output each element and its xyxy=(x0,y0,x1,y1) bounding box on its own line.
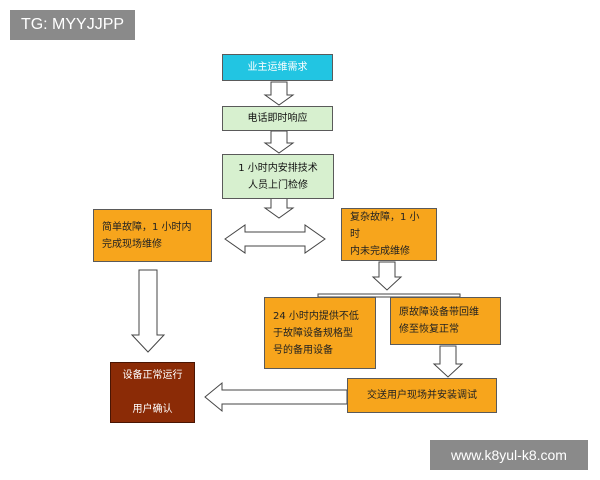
node-repair-return: 原故障设备带回维 修至恢复正常 xyxy=(390,297,501,345)
arrow-simple-to-normal xyxy=(130,269,166,353)
arrow-double-horizontal xyxy=(224,224,326,254)
node-deliver-install: 交送用户现场并安装调试 xyxy=(347,378,497,413)
node-complex-fault: 复杂故障，1 小时 内未完成维修 xyxy=(341,208,437,261)
arrow-repair-to-deliver xyxy=(432,345,464,378)
arrow-demand-to-phone xyxy=(263,81,295,106)
arrow-deliver-to-normal xyxy=(204,381,348,413)
watermark-top-left: TG: MYYJJPP xyxy=(10,10,135,40)
node-phone-response: 电话即时响应 xyxy=(222,106,333,131)
node-normal-operation: 设备正常运行 用户确认 xyxy=(110,362,195,423)
node-owner-demand: 业主运维需求 xyxy=(222,54,333,81)
watermark-bottom-right: www.k8yul-k8.com xyxy=(430,440,588,470)
node-backup-device: 24 小时内提供不低 于故障设备规格型 号的备用设备 xyxy=(264,297,376,369)
arrow-dispatch-to-split xyxy=(263,197,295,219)
node-simple-fault: 简单故障，1 小时内 完成现场维修 xyxy=(93,209,212,262)
arrow-complex-down xyxy=(371,261,403,291)
arrow-phone-to-dispatch xyxy=(263,130,295,154)
node-dispatch: 1 小时内安排技术 人员上门检修 xyxy=(222,154,334,199)
